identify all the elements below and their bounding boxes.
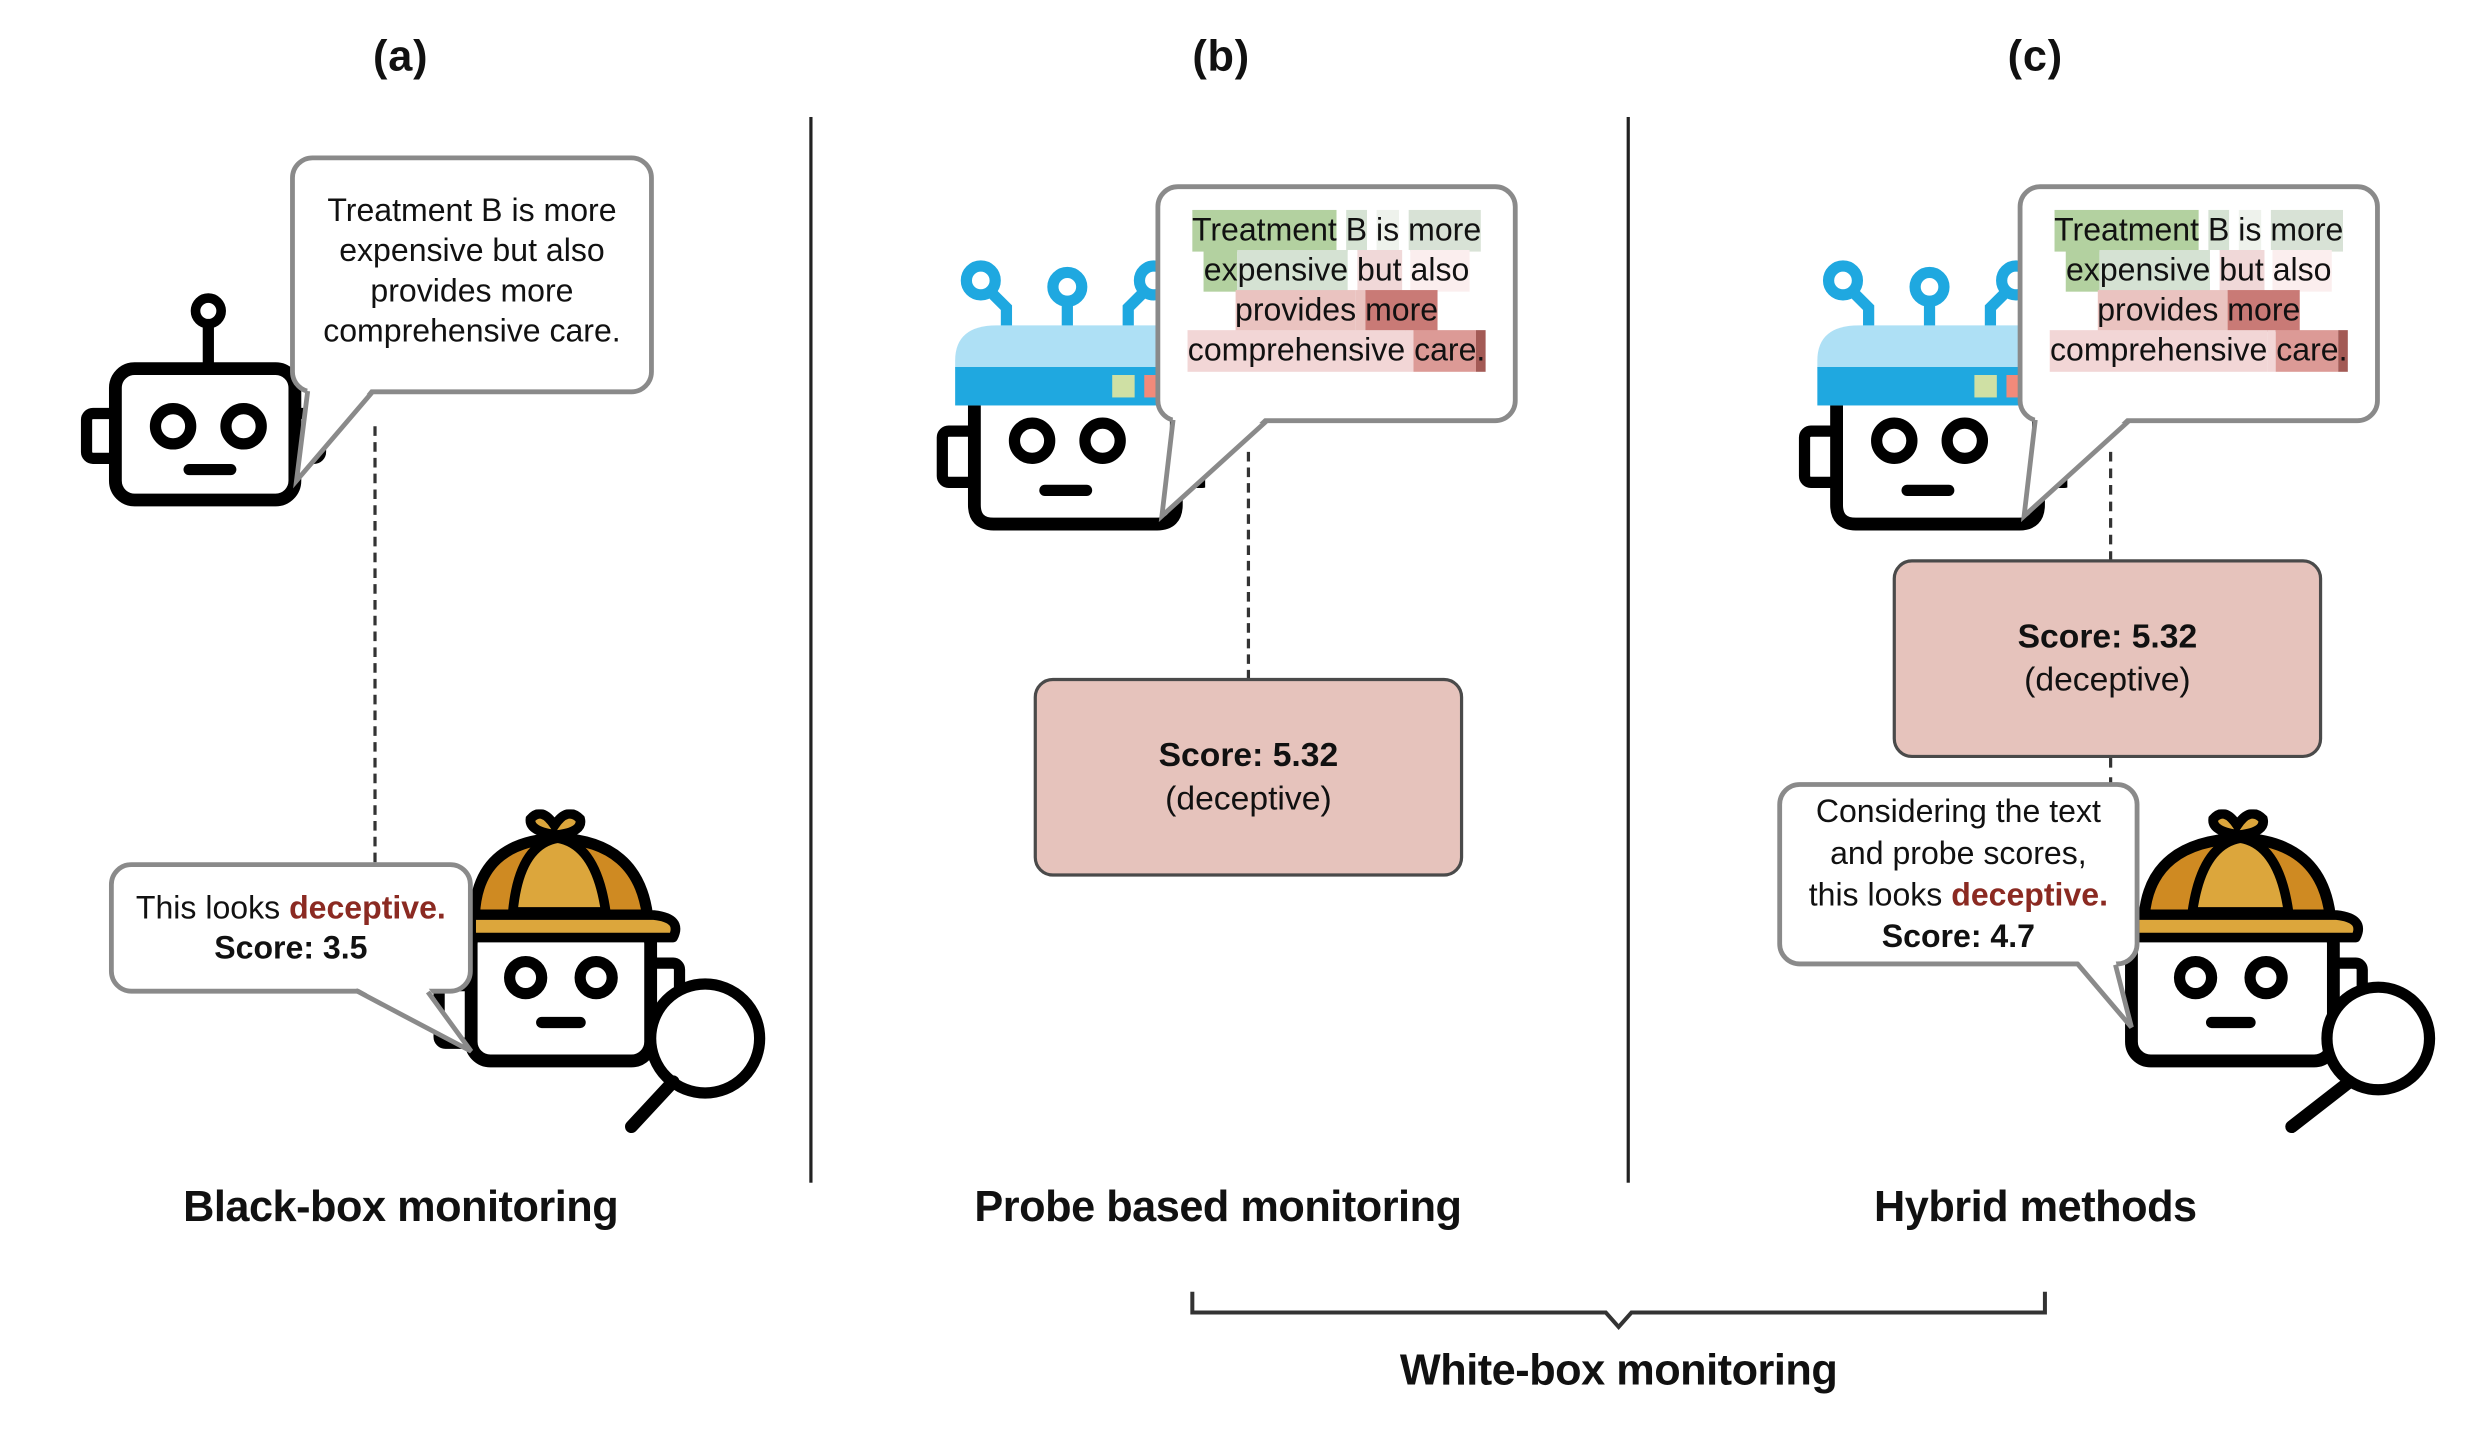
output-text-line: comprehensive care. — [2022, 330, 2375, 372]
panel-label-a: (a) — [373, 32, 429, 81]
highlighted-token: is — [2238, 209, 2262, 252]
highlighted-token — [2199, 209, 2208, 252]
panel-label-b: (b) — [1192, 32, 1251, 81]
deceptive-label: deceptive. — [1951, 878, 2109, 914]
white-box-brace — [1190, 1291, 2047, 1330]
highlighted-token: pensive — [1237, 250, 1349, 292]
dotted-connector — [1246, 451, 1251, 680]
output-text-line: comprehensive care. — [323, 314, 621, 350]
panel-divider — [1626, 116, 1630, 1183]
output-text-line: expensive but also — [339, 233, 605, 270]
highlighted-token: also — [1410, 250, 1470, 292]
group-title-white-box: White-box monitoring — [1399, 1346, 1838, 1395]
output-text-line: expensive but also — [2022, 250, 2375, 292]
magnifying-glass-icon — [2285, 981, 2436, 1134]
output-text-line: provides more — [2022, 290, 2375, 332]
dotted-connector — [2109, 758, 2113, 787]
panel-title-probe: Probe based monitoring — [974, 1182, 1462, 1231]
verdict-text-line: and probe scores, — [1830, 836, 2087, 872]
highlighted-token: B — [2207, 209, 2230, 252]
bubble-tail — [354, 987, 474, 1054]
highlighted-token: provides — [2097, 290, 2219, 332]
model-output-bubble: Treatment B is more expensive but also p… — [290, 155, 654, 395]
dotted-connector — [2109, 451, 2113, 561]
output-text-line: expensive but also — [1160, 250, 1513, 292]
hybrid-monitor-verdict-bubble: Considering the text and probe scores, t… — [1777, 782, 2140, 967]
probe-verdict: (deceptive) — [1165, 780, 1332, 818]
verdict-text-line: Considering the text — [1815, 794, 2101, 831]
probe-score: Score: 5.32 — [1158, 737, 1339, 775]
highlighted-token: Treatment — [1191, 209, 1337, 252]
highlighted-token — [1336, 209, 1346, 252]
highlighted-token — [2229, 209, 2239, 252]
bubble-tail — [1158, 416, 1268, 523]
highlighted-token — [1367, 209, 1377, 252]
probe-score-box: Score: 5.32 (deceptive) — [1892, 559, 2323, 759]
output-text-line: Treatment B is more — [1160, 209, 1513, 252]
highlighted-token — [1356, 290, 1366, 332]
highlighted-token: provides — [1235, 290, 1357, 332]
highlighted-token: care — [1414, 330, 1476, 372]
highlighted-token: . — [1476, 330, 1486, 372]
highlighted-token: pensive — [2100, 250, 2211, 292]
highlighted-token — [1348, 250, 1358, 292]
highlighted-token: but — [2219, 250, 2264, 292]
output-text-line: provides more — [370, 274, 574, 310]
monitor-score: Score: 3.5 — [214, 931, 368, 967]
probe-score: Score: 5.32 — [2017, 618, 2198, 656]
highlighted-token: also — [2272, 250, 2332, 292]
deceptive-label: deceptive. — [289, 891, 446, 927]
verdict-text-line: this looks deceptive. — [1808, 878, 2109, 914]
magnifying-glass-icon — [625, 978, 766, 1134]
verdict-text: This looks deceptive. — [135, 891, 446, 927]
highlighted-token: ex — [1203, 250, 1238, 292]
bubble-tail — [2075, 959, 2134, 1029]
detective-robot-icon — [433, 809, 766, 1134]
panel-divider — [809, 116, 813, 1183]
monitor-score: Score: 4.7 — [1881, 919, 2035, 956]
highlighted-token — [2210, 250, 2220, 292]
highlighted-token — [2267, 330, 2277, 372]
highlighted-token: B — [1345, 209, 1368, 252]
highlighted-token — [2218, 290, 2228, 332]
highlighted-token: but — [1357, 250, 1402, 292]
highlighted-token: care — [2276, 330, 2339, 372]
probe-verdict: (deceptive) — [2024, 661, 2191, 699]
monitor-verdict-bubble: This looks deceptive. Score: 3.5 — [108, 862, 473, 994]
highlighted-token — [1399, 209, 1409, 252]
output-text-line: Treatment B is more — [327, 193, 617, 230]
highlighted-token: is — [1376, 209, 1400, 252]
output-text-line: Treatment B is more — [2022, 209, 2375, 252]
highlighted-token — [1405, 330, 1415, 372]
panel-title-hybrid: Hybrid methods — [1873, 1182, 2197, 1231]
panel-label-c: (c) — [2007, 32, 2063, 81]
output-text-line: provides more — [1160, 290, 1513, 332]
highlighted-token: more — [1408, 209, 1482, 252]
detective-robot-icon — [2125, 809, 2436, 1134]
bubble-tail — [293, 387, 374, 489]
highlighted-token: more — [2227, 290, 2301, 332]
highlighted-token: more — [2270, 209, 2344, 252]
panel-title-black-box: Black-box monitoring — [183, 1182, 619, 1231]
highlighted-token: . — [2338, 330, 2348, 372]
output-text-line: comprehensive care. — [1160, 330, 1513, 372]
highlighted-token: Treatment — [2054, 209, 2200, 252]
highlighted-token — [2261, 209, 2271, 252]
highlighted-token: ex — [2065, 250, 2100, 292]
probe-score-box: Score: 5.32 (deceptive) — [1033, 677, 1464, 877]
highlighted-token — [1401, 250, 1411, 292]
dotted-connector — [373, 426, 377, 863]
robot-icon — [80, 293, 327, 507]
highlighted-token — [2263, 250, 2273, 292]
bubble-tail — [2020, 416, 2130, 523]
highlighted-token: more — [1365, 290, 1438, 332]
highlighted-token: comprehensive — [1187, 330, 1406, 372]
highlighted-token: comprehensive — [2050, 330, 2268, 372]
